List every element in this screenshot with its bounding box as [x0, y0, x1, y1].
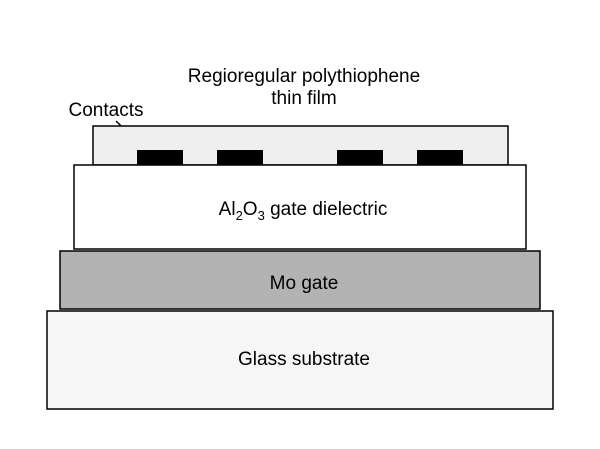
- mo-gate-layer: [59, 250, 541, 310]
- film-label-line1: Regioregular polythiophene: [188, 66, 420, 87]
- contact-3: [337, 150, 383, 165]
- contact-2: [217, 150, 263, 165]
- contact-4: [417, 150, 463, 165]
- gate-label: Mo gate: [270, 273, 339, 294]
- glass-substrate-layer: [46, 310, 554, 410]
- substrate-label: Glass substrate: [238, 349, 370, 370]
- contacts-label: Contacts: [69, 100, 144, 121]
- gate-dielectric-layer: [73, 164, 527, 250]
- film-label-line2: thin film: [271, 88, 336, 109]
- contact-1: [137, 150, 183, 165]
- dielectric-label: Al2O3 gate dielectric: [219, 199, 388, 223]
